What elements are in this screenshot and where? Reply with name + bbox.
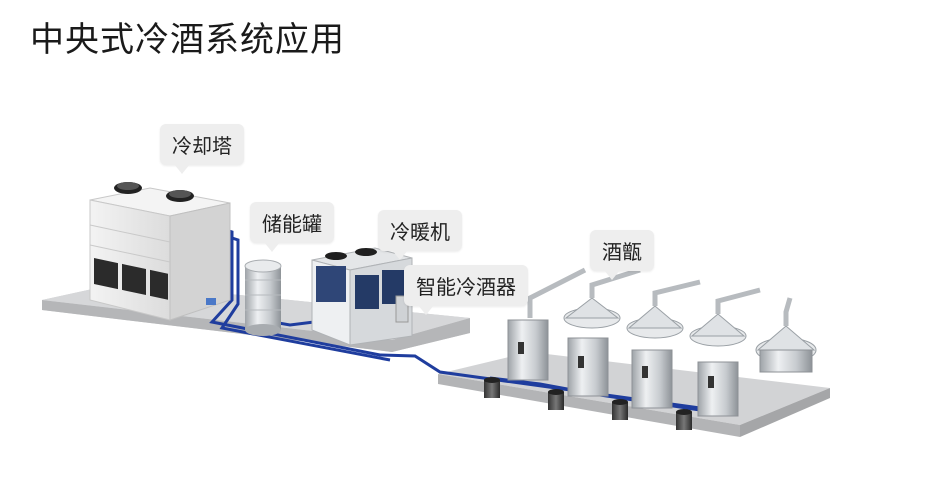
callout-still: 酒甑 — [590, 230, 654, 280]
smart-cooler-unit — [507, 319, 549, 381]
smart-cooler-unit — [567, 337, 609, 397]
storage-tank — [244, 259, 282, 336]
callout-cooling-tower: 冷却塔 — [160, 124, 244, 174]
still-unit — [563, 267, 641, 329]
smart-cooler-unit — [697, 361, 739, 417]
still-unit — [689, 287, 761, 347]
still-unit — [755, 297, 817, 373]
still-unit — [626, 279, 701, 339]
smart-cooler-units — [507, 319, 739, 417]
cooling-tower — [89, 182, 231, 321]
callout-chiller: 冷暖机 — [378, 210, 462, 260]
callout-smart-cooler: 智能冷酒器 — [404, 265, 528, 315]
page-title: 中央式冷酒系统应用 — [30, 20, 345, 60]
callout-storage-tank: 储能罐 — [250, 202, 334, 252]
smart-cooler-unit — [631, 349, 673, 409]
still-units — [527, 267, 817, 373]
buckets — [484, 377, 692, 430]
chiller — [311, 247, 413, 346]
